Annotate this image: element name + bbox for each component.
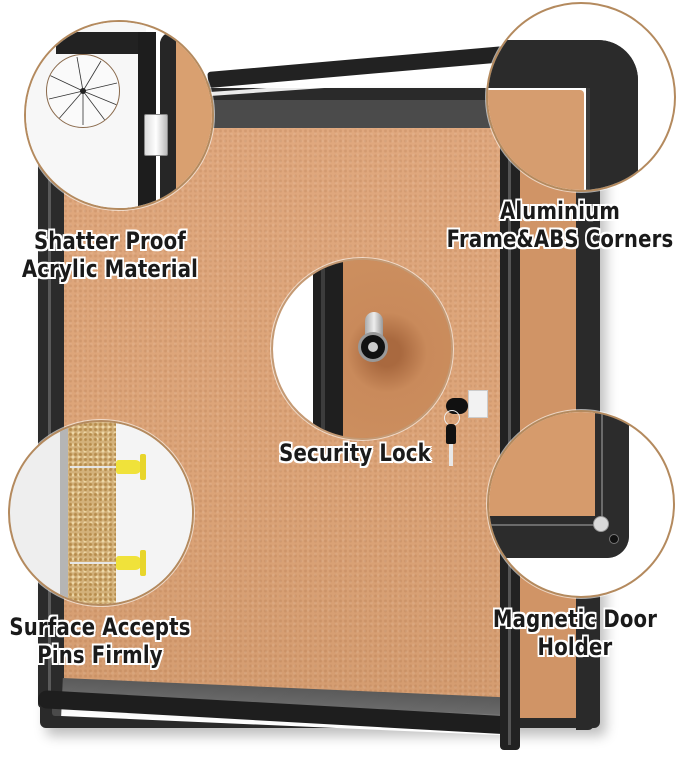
keyhole-icon	[368, 342, 378, 352]
background-white	[273, 260, 315, 438]
key-blade	[449, 444, 453, 466]
label-line: Holder	[537, 632, 613, 661]
pin-needle	[70, 466, 118, 468]
callout-pins	[8, 420, 194, 606]
abs-corner-side	[588, 40, 638, 190]
hinge-icon	[144, 114, 168, 156]
callout-security-lock	[271, 258, 453, 440]
backing-board	[60, 422, 68, 604]
cork-detail	[488, 90, 584, 190]
label-shatter-proof: Shatter Proof Acrylic Material	[3, 227, 216, 283]
frame-inner-groove	[586, 88, 590, 190]
lock-strike-plate	[468, 390, 488, 418]
frame-groove	[601, 412, 603, 524]
callout-magnetic-holder	[487, 410, 675, 598]
door-frame-edge	[313, 260, 343, 438]
label-line: Shatter Proof	[33, 227, 187, 255]
left-frame-groove	[48, 95, 51, 695]
callout-frame-corners	[486, 2, 676, 192]
magnet-icon	[593, 516, 609, 532]
label-line: Frame&ABS Corners	[446, 224, 674, 253]
label-line: Aluminium	[499, 197, 620, 225]
door-frame-corner	[56, 32, 161, 54]
background-white	[116, 422, 192, 604]
label-magnetic-holder: Magnetic Door Holder	[473, 605, 678, 661]
label-line: Surface Accepts	[9, 613, 191, 641]
callout-shatter-proof	[24, 20, 214, 210]
cork-detail	[489, 412, 599, 522]
label-line: Pins Firmly	[37, 640, 163, 669]
label-line: Security Lock	[279, 439, 431, 467]
label-pins: Surface Accepts Pins Firmly	[0, 613, 207, 669]
screw-hole-icon	[609, 534, 619, 544]
board-frame-edge	[160, 32, 176, 208]
frame-groove	[489, 524, 603, 526]
key-icon	[446, 424, 456, 444]
label-security-lock: Security Lock	[269, 439, 441, 468]
cork-detail	[176, 40, 212, 208]
push-pin-cap	[140, 550, 146, 576]
push-pin-cap	[140, 454, 146, 480]
label-line: Magnetic Door	[492, 605, 658, 633]
label-frame-corners: Aluminium Frame&ABS Corners	[437, 197, 679, 253]
frame-groove	[321, 260, 325, 438]
cracked-glass-icon	[46, 54, 120, 128]
label-line: Acrylic Material	[21, 254, 199, 283]
cork-cross-section	[68, 422, 116, 604]
push-pin-icon	[116, 556, 142, 570]
push-pin-icon	[116, 460, 142, 474]
pin-needle	[70, 562, 118, 564]
